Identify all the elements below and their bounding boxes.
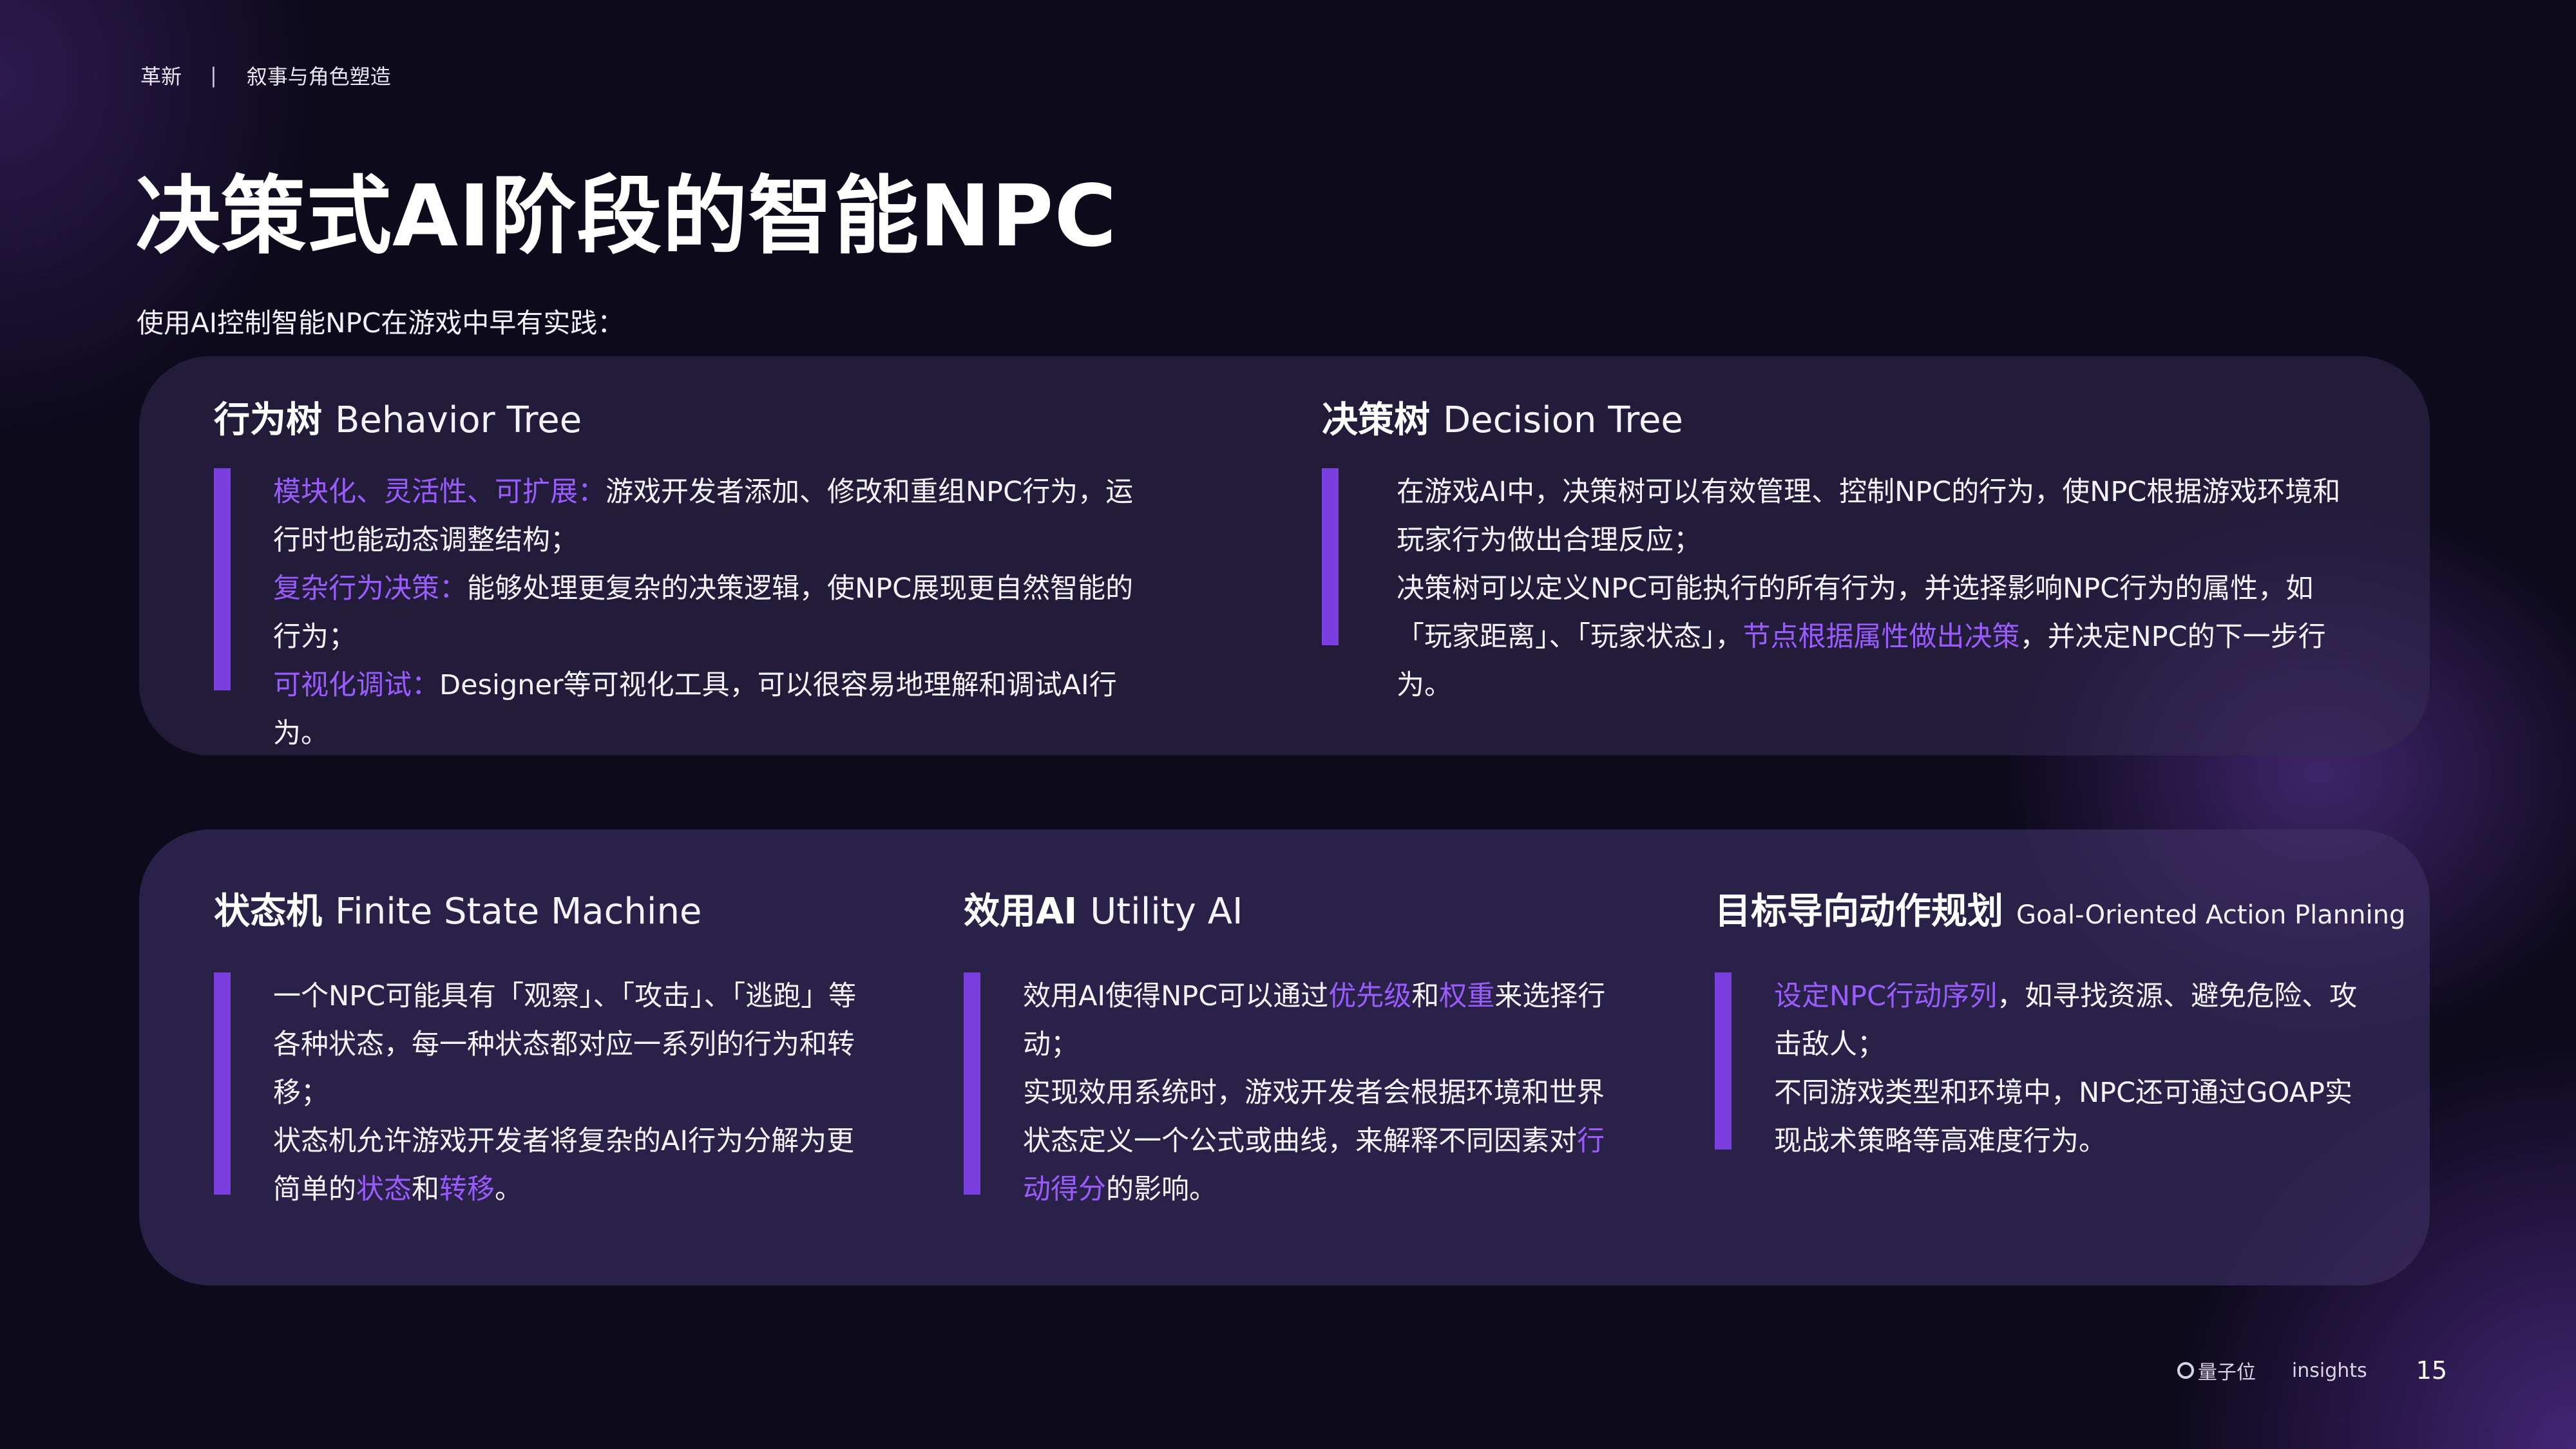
paragraph: 效用AI使得NPC可以通过优先级和权重来选择行动； xyxy=(1023,972,1608,1069)
accent-bar xyxy=(964,972,980,1195)
paragraph: 实现效用系统时，游戏开发者会根据环境和世界状态定义一个公式或曲线，来解释不同因素… xyxy=(1023,1069,1608,1214)
item-text: 游戏开发者添加、修改和重组NPC行为，运行时也能动态调整结构； xyxy=(273,476,1134,556)
text-segment: 。 xyxy=(495,1173,522,1206)
highlight-text: 权重 xyxy=(1439,980,1495,1012)
card-title-cn: 状态机 xyxy=(214,891,322,933)
highlight-text: 设定NPC行动序列 xyxy=(1774,980,1998,1012)
list-item: 可视化调试：Designer等可视化工具，可以很容易地理解和调试AI行为。 xyxy=(273,661,1148,758)
accent-bar xyxy=(214,972,231,1195)
card-title: 状态机 Finite State Machine xyxy=(214,894,858,930)
text-segment: 实现效用系统时，游戏开发者会根据环境和世界状态定义一个公式或曲线，来解释不同因素… xyxy=(1023,1077,1605,1157)
highlight-text: 状态 xyxy=(356,1173,412,1206)
goap-card: 目标导向动作规划 Goal-Oriented Action Planning 设定… xyxy=(1715,891,2405,1166)
highlight-text: 模块化、灵活性、可扩展： xyxy=(273,476,606,508)
card-body: 一个NPC可能具有「观察」、「攻击」、「逃跑」等各种状态，每一种状态都对应一系列… xyxy=(214,972,858,1214)
card-title-cn: 行为树 xyxy=(214,399,322,441)
text-segment: 的影响。 xyxy=(1106,1173,1217,1206)
highlight-text: 可视化调试： xyxy=(273,669,439,701)
page-title: 决策式AI阶段的智能NPC xyxy=(135,167,1118,266)
card-title-en: Decision Tree xyxy=(1443,399,1683,441)
card-title-en: Utility AI xyxy=(1090,891,1243,933)
list-item: 复杂行为决策：能够处理更复杂的决策逻辑，使NPC展现更自然智能的行为； xyxy=(273,565,1148,661)
highlight-text: 行动得分 xyxy=(1023,1125,1605,1206)
card-body: 效用AI使得NPC可以通过优先级和权重来选择行动； 实现效用系统时，游戏开发者会… xyxy=(964,972,1608,1214)
breadcrumb-separator: | xyxy=(210,63,217,88)
card-title: 行为树 Behavior Tree xyxy=(214,402,1148,439)
paragraph: 不同游戏类型和环境中，NPC还可通过GOAP实现战术策略等高难度行为。 xyxy=(1774,1077,2352,1157)
text-segment: 状态机允许游戏开发者将复杂的AI行为分解为更简单的 xyxy=(273,1125,855,1206)
card-title-en: Behavior Tree xyxy=(335,399,582,441)
accent-bar xyxy=(1715,972,1732,1150)
card-title: 效用AI Utility AI xyxy=(964,894,1608,930)
paragraph: 一个NPC可能具有「观察」、「攻击」、「逃跑」等各种状态，每一种状态都对应一系列… xyxy=(273,980,857,1109)
highlight-text: 优先级 xyxy=(1328,980,1412,1012)
page-subtitle: 使用AI控制智能NPC在游戏中早有实践： xyxy=(137,307,625,339)
breadcrumb-topic: 叙事与角色塑造 xyxy=(246,64,391,89)
card-title-cn: 决策树 xyxy=(1322,399,1430,441)
card-title: 目标导向动作规划 Goal-Oriented Action Planning xyxy=(1715,891,2405,933)
text-segment: 和 xyxy=(412,1173,439,1206)
brand-logo-icon xyxy=(2177,1362,2194,1379)
text-segment: 决策树可以定义NPC可能执行的所有行为，并选择影响NPC行为的属性，如「玩家距离… xyxy=(1397,573,2314,653)
item-text: Designer等可视化工具，可以很容易地理解和调试AI行为。 xyxy=(273,669,1117,750)
card-body: 模块化、灵活性、可扩展：游戏开发者添加、修改和重组NPC行为，运行时也能动态调整… xyxy=(214,468,1148,758)
item-text: 能够处理更复杂的决策逻辑，使NPC展现更自然智能的行为； xyxy=(273,573,1134,653)
insights-label: insights xyxy=(2291,1359,2367,1382)
card-title-en: Finite State Machine xyxy=(335,891,702,933)
footer: 量子位 insights 15 xyxy=(2177,1356,2447,1385)
bottom-panel: 状态机 Finite State Machine 一个NPC可能具有「观察」、「攻… xyxy=(139,829,2430,1285)
text-segment: ，如寻找资源、避免危险、攻击敌人； xyxy=(1774,980,2358,1061)
paragraph: 决策树可以定义NPC可能执行的所有行为，并选择影响NPC行为的属性，如「玩家距离… xyxy=(1397,565,2365,710)
highlight-text: 复杂行为决策： xyxy=(273,573,467,605)
text-segment: 和 xyxy=(1411,980,1440,1012)
list-item: 模块化、灵活性、可扩展：游戏开发者添加、修改和重组NPC行为，运行时也能动态调整… xyxy=(273,468,1148,565)
highlight-text: 转移 xyxy=(439,1173,495,1206)
text-segment: 效用AI使得NPC可以通过 xyxy=(1023,980,1329,1012)
highlight-text: 节点根据属性做出决策 xyxy=(1742,621,2020,653)
card-title: 决策树 Decision Tree xyxy=(1322,402,2365,439)
text-segment: 来选择行动； xyxy=(1023,980,1606,1061)
card-title-cn: 目标导向动作规划 xyxy=(1715,891,2003,933)
fsm-card: 状态机 Finite State Machine 一个NPC可能具有「观察」、「攻… xyxy=(214,894,858,1214)
paragraph: 状态机允许游戏开发者将复杂的AI行为分解为更简单的状态和转移。 xyxy=(273,1117,858,1214)
text-segment: ，并决定NPC的下一步行为。 xyxy=(1397,621,2326,701)
page-number: 15 xyxy=(2416,1356,2447,1385)
card-title-cn: 效用AI xyxy=(964,891,1078,933)
decision-tree-card: 决策树 Decision Tree 在游戏AI中，决策树可以有效管理、控制NPC的… xyxy=(1322,402,2365,710)
paragraph: 设定NPC行动序列，如寻找资源、避免危险、攻击敌人； xyxy=(1774,972,2359,1069)
behavior-tree-card: 行为树 Behavior Tree 模块化、灵活性、可扩展：游戏开发者添加、修改和… xyxy=(214,402,1148,758)
card-title-en: Goal-Oriented Action Planning xyxy=(2016,900,2406,930)
brand-name: 量子位 xyxy=(2197,1361,2256,1384)
accent-bar xyxy=(1322,468,1339,645)
breadcrumb: 革新 | 叙事与角色塑造 xyxy=(140,61,391,90)
top-panel: 行为树 Behavior Tree 模块化、灵活性、可扩展：游戏开发者添加、修改和… xyxy=(139,356,2430,755)
card-body: 在游戏AI中，决策树可以有效管理、控制NPC的行为，使NPC根据游戏环境和玩家行… xyxy=(1322,468,2365,710)
utility-ai-card: 效用AI Utility AI 效用AI使得NPC可以通过优先级和权重来选择行动；… xyxy=(964,894,1608,1214)
paragraph: 在游戏AI中，决策树可以有效管理、控制NPC的行为，使NPC根据游戏环境和玩家行… xyxy=(1397,476,2341,556)
card-body: 设定NPC行动序列，如寻找资源、避免危险、攻击敌人； 不同游戏类型和环境中，NP… xyxy=(1715,972,2359,1166)
accent-bar xyxy=(214,468,231,690)
breadcrumb-section: 革新 xyxy=(140,64,182,89)
